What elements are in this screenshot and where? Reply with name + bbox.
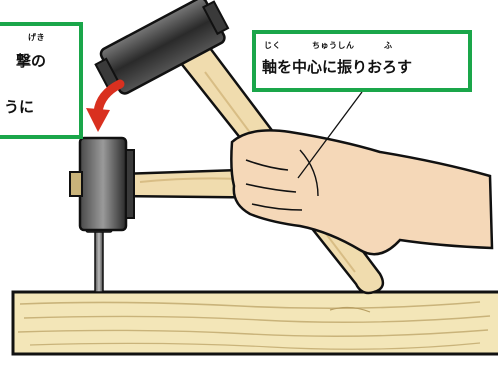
callout-right: じく ちゅうしん ふ 軸を中心に振りおろす <box>252 30 472 92</box>
callout-left-ruby: げき <box>28 33 45 42</box>
leader-line <box>297 91 363 179</box>
callout-right-ruby-2: ちゅうしん <box>312 41 355 50</box>
hand <box>230 129 494 256</box>
callout-right-ruby-3: ふ <box>384 41 393 50</box>
callout-right-ruby-1: じく <box>264 41 281 50</box>
wood-board <box>11 290 498 356</box>
callout-right-main-text: 軸を中心に振りおろす <box>262 58 413 76</box>
callout-left-line1: 撃の <box>16 52 47 70</box>
nail <box>85 223 113 293</box>
callout-left: げき 撃の うに <box>0 22 83 139</box>
callout-left-line2: うに <box>4 98 35 116</box>
curved-arrow-icon <box>86 79 125 132</box>
